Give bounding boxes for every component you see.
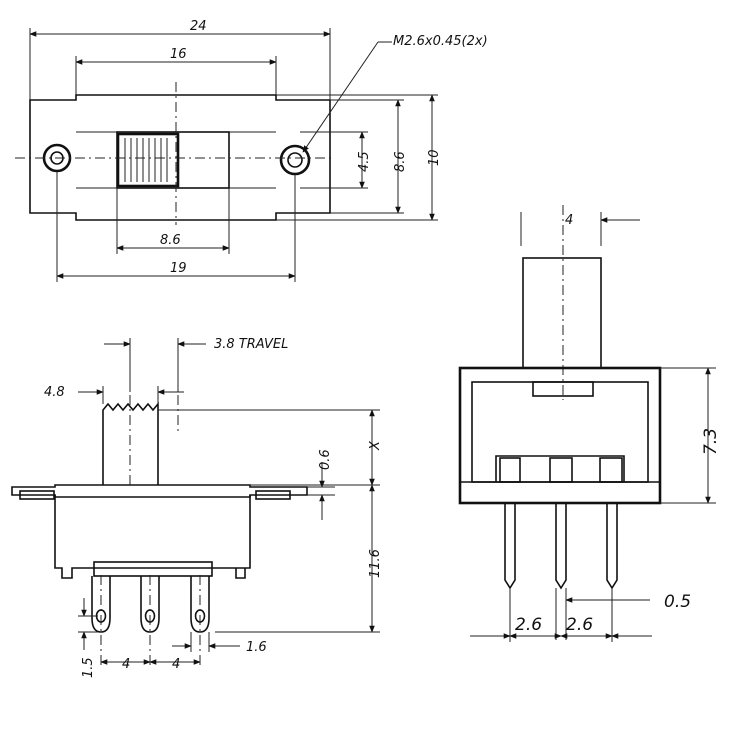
dim-1-6-label: 1.6 [246,640,267,655]
knob-ridges [124,138,168,182]
side-ear-right [255,490,291,500]
dim-pitch-1-label: 4 [122,657,130,672]
screw-leader [302,41,379,153]
mounting-hole-right-inner [287,152,303,168]
side-body [54,495,251,579]
side-base-block [93,561,213,577]
dim-4-5-label: 4.5 [357,151,372,172]
dim-screw-label: M2.6x0.45(2x) [393,34,488,49]
dim-11-6-label: 11.6 [368,549,383,578]
dim-0-6-label: 0.6 [318,449,333,470]
dim-pitch-2-label: 4 [172,657,180,672]
end-actuator [522,257,602,369]
actuator-knob [116,132,180,188]
end-view: 4 7.3 0.5 2.6 2.6 [458,205,721,642]
dim-2-6-a-label: 2.6 [515,615,542,635]
dim-19-label: 19 [170,261,187,276]
side-ear-left [19,490,55,500]
end-contact-3 [599,457,623,483]
end-actuator-foot [532,381,594,397]
side-view: 3.8 TRAVEL 4.8 X 11.6 0.6 1.5 4 4 [11,337,383,678]
dim-24-label: 24 [190,19,207,34]
dim-4-label: 4 [565,213,573,228]
end-housing [458,366,662,505]
end-contact-1 [499,457,521,483]
end-contact-bar [495,455,625,482]
dim-16-label: 16 [170,47,187,62]
end-pins [504,503,618,590]
dim-8-6-horizontal-label: 8.6 [160,233,181,248]
actuator-slot [116,131,230,189]
dim-8-6-vertical-label: 8.6 [393,151,408,172]
dim-10-label: 10 [427,149,442,166]
dim-0-5-label: 0.5 [664,592,691,612]
end-contact-2 [549,457,573,483]
dim-1-5-label: 1.5 [81,657,96,678]
top-view: 24 16 M2.6x0.45(2x) 4.5 8.6 10 8.6 19 [15,19,488,282]
dim-7-3-label: 7.3 [701,428,721,455]
dim-4-8-label: 4.8 [44,385,65,400]
mounting-hole-right [279,144,311,176]
dim-2-6-b-label: 2.6 [566,615,593,635]
dim-travel-label: 3.8 TRAVEL [214,337,288,352]
side-actuator [102,401,159,485]
dim-x-label: X [368,440,383,451]
